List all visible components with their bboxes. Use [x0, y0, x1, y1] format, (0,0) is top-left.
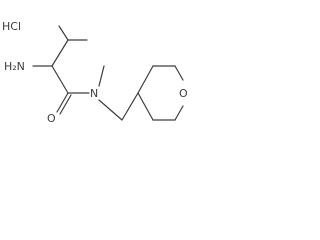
salt-label: HCl — [2, 20, 21, 33]
ring-oxygen-label: O — [179, 87, 188, 100]
carbonyl-oxygen-label: O — [47, 112, 56, 125]
bond-ring-4 — [174, 105, 184, 121]
chemical-structure: HCl H₂N O N O — [2, 20, 188, 125]
bond-ch2-ring — [121, 92, 139, 121]
bond-n-ch2 — [98, 99, 123, 121]
bond-lines — [32, 25, 184, 121]
amine-label: H₂N — [4, 60, 25, 73]
bond-ring-6 — [137, 92, 154, 121]
bond-co-1 — [56, 92, 69, 113]
bond-methyl-left — [58, 25, 69, 41]
bond-ring-3 — [174, 65, 184, 81]
bond-ring-1 — [137, 65, 154, 94]
bond-alpha-carbonyl — [51, 65, 69, 94]
bond-co-2 — [59, 94, 72, 115]
amide-nitrogen-label: N — [90, 87, 98, 100]
bond-n-methyl — [98, 65, 105, 87]
bond-ch-alpha — [51, 39, 69, 67]
